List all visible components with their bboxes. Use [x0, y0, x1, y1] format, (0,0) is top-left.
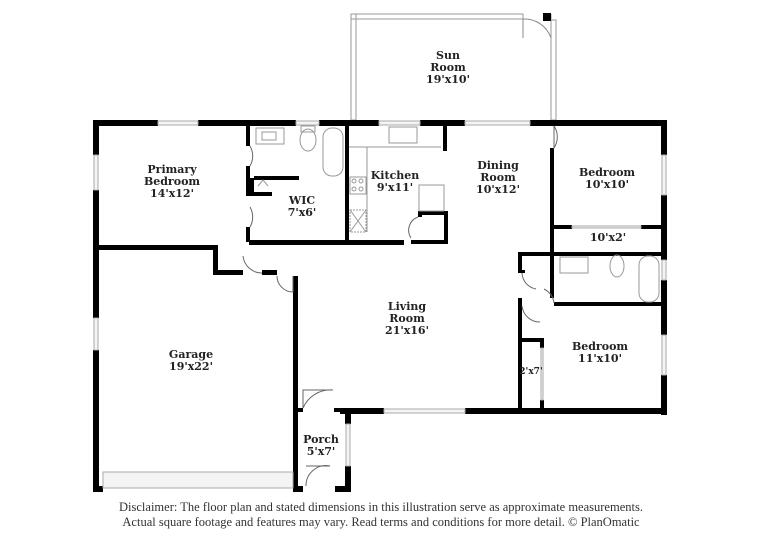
room-label-bedroom-2: Bedroom 10'x10': [578, 166, 636, 191]
room-label-sun-room: Sun Room 19'x10': [426, 49, 470, 86]
disclaimer-line-1: Disclaimer: The floor plan and stated di…: [119, 500, 643, 514]
room-label-closet-2x7: 2'x7': [519, 367, 543, 377]
fixtures: [255, 125, 660, 303]
kitchen-island: [418, 184, 445, 212]
room-label-kitchen: Kitchen 9'x11': [370, 169, 420, 194]
hall-bath-tub: [638, 255, 660, 303]
primary-bath-tub: [322, 127, 344, 177]
walls: [93, 120, 667, 492]
disclaimer: Disclaimer: The floor plan and stated di…: [0, 500, 762, 530]
room-label-dining-room: Dining Room 10'x12': [476, 159, 520, 196]
kitchen-counter: [349, 146, 441, 232]
kitchen-stove: [349, 176, 367, 195]
kitchen-sink: [388, 126, 418, 144]
primary-bath-sink: [255, 127, 285, 145]
hall-bath-toilet: [609, 254, 625, 278]
room-label-wic: WIC 7'x6': [287, 194, 317, 219]
kitchen-fridge: [349, 209, 367, 233]
room-label-primary-bedroom: Primary Bedroom 14'x12': [143, 163, 201, 200]
primary-bath-toilet: [299, 128, 317, 152]
room-label-living-room: Living Room 21'x16': [385, 300, 429, 337]
room-label-bedroom-3: Bedroom 11'x10': [571, 340, 629, 365]
sun-room-corner-post: [543, 13, 551, 21]
room-label-porch: Porch 5'x7': [303, 433, 339, 458]
disclaimer-line-2: Actual square footage and features may v…: [122, 515, 640, 529]
windows: [93, 120, 667, 489]
doors: [242, 125, 558, 487]
room-label-closet-10x2: 10'x2': [589, 231, 627, 244]
room-label-garage: Garage 19'x22': [168, 348, 214, 373]
hall-bath-sink: [559, 256, 589, 274]
